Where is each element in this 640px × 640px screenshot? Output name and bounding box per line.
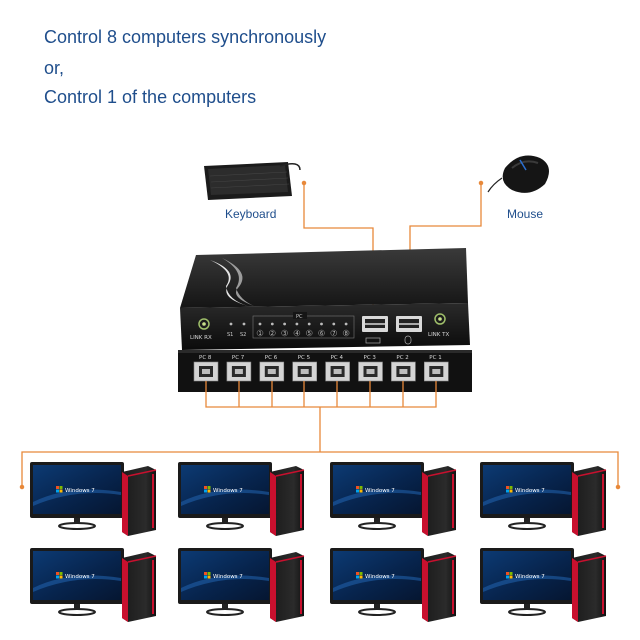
usb-mouse-port xyxy=(396,316,422,345)
screen-text: Windows 7 xyxy=(365,488,395,494)
pc-led-number: 7 xyxy=(332,331,335,337)
link-rx-label: LINK RX xyxy=(190,335,212,341)
output-cables xyxy=(19,381,621,490)
computer-monitor: Windows 7 xyxy=(30,548,157,622)
pc-led-number: 6 xyxy=(320,331,323,337)
link-tx-label: LINK TX xyxy=(428,332,450,338)
port-label: PC 3 xyxy=(364,355,377,361)
s1-indicator xyxy=(229,322,233,326)
pc-led-number: 4 xyxy=(295,331,298,337)
screen-text: Windows 7 xyxy=(213,488,243,494)
computer-monitor: Windows 7 xyxy=(178,548,305,622)
link-rx-led xyxy=(198,318,210,330)
port-label: PC 1 xyxy=(429,355,441,361)
port-label: PC 8 xyxy=(199,355,212,361)
pc-led-number: 8 xyxy=(345,331,348,337)
screen-text: Windows 7 xyxy=(65,574,95,580)
screen-text: Windows 7 xyxy=(365,574,395,580)
pc-led-number: 1 xyxy=(259,331,262,337)
pc-port-row: PC 8 PC 7 PC 6 PC 5 PC 4 PC 3 PC 2 PC 1 xyxy=(193,355,449,382)
s1-label: S1 xyxy=(227,332,233,338)
pc-led-1: 1 xyxy=(256,322,264,337)
computer-monitor: Windows 7 xyxy=(330,462,457,536)
computer-monitor: Windows 7 xyxy=(330,548,457,622)
computer-monitor: Windows 7 xyxy=(178,462,305,536)
usb-b-port: PC 7 xyxy=(226,355,252,382)
screen-text: Windows 7 xyxy=(65,488,95,494)
mouse-icon xyxy=(487,155,549,193)
usb-b-port: PC 6 xyxy=(259,355,285,382)
screen-text: Windows 7 xyxy=(515,574,545,580)
caption-line-1: Control 8 computers synchronously xyxy=(44,27,327,47)
pc-led-5: 5 xyxy=(305,322,313,337)
usb-b-port: PC 5 xyxy=(292,355,318,382)
pc-led-row: 1 2 3 4 5 6 7 8 xyxy=(256,322,350,337)
usb-b-port: PC 1 xyxy=(423,355,449,382)
keyboard-label: Keyboard xyxy=(225,207,277,221)
screen-text: Windows 7 xyxy=(213,574,243,580)
port-label: PC 6 xyxy=(265,355,278,361)
pc-led-3: 3 xyxy=(281,322,288,337)
pc-led-7: 7 xyxy=(330,322,338,337)
pc-led-2: 2 xyxy=(269,322,276,337)
usb-keyboard-port xyxy=(362,316,388,344)
port-label: PC 7 xyxy=(232,355,245,361)
screen-text: Windows 7 xyxy=(515,488,545,494)
usb-b-port: PC 8 xyxy=(193,355,219,382)
computer-monitor: Windows 7 xyxy=(30,462,157,536)
port-label: PC 5 xyxy=(298,355,311,361)
computer-monitor: Windows 7 xyxy=(480,462,607,536)
kvm-switch xyxy=(178,248,472,392)
pc-led-number: 2 xyxy=(271,331,274,337)
s2-label: S2 xyxy=(240,332,246,338)
s2-indicator xyxy=(242,322,246,326)
keyboard-icon xyxy=(204,162,301,200)
caption-line-2: or, xyxy=(44,58,65,78)
pc-led-number: 3 xyxy=(283,331,286,337)
caption-line-3: Control 1 of the computers xyxy=(44,87,257,107)
usb-b-port: PC 3 xyxy=(358,355,383,382)
port-label: PC 4 xyxy=(331,355,344,361)
pc-led-8: 8 xyxy=(342,322,350,337)
pc-led-number: 5 xyxy=(308,331,311,337)
pc-led-6: 6 xyxy=(318,322,325,337)
pc-led-4: 4 xyxy=(293,322,301,337)
port-label: PC 2 xyxy=(396,355,408,361)
computer-grid: Windows 7 Windows 7 Windows 7 Windows 7 Wind… xyxy=(30,462,607,622)
computer-monitor: Windows 7 xyxy=(480,548,607,622)
mouse-label: Mouse xyxy=(507,207,544,221)
pc-group-label: PC xyxy=(296,314,303,320)
link-tx-led xyxy=(434,313,446,325)
